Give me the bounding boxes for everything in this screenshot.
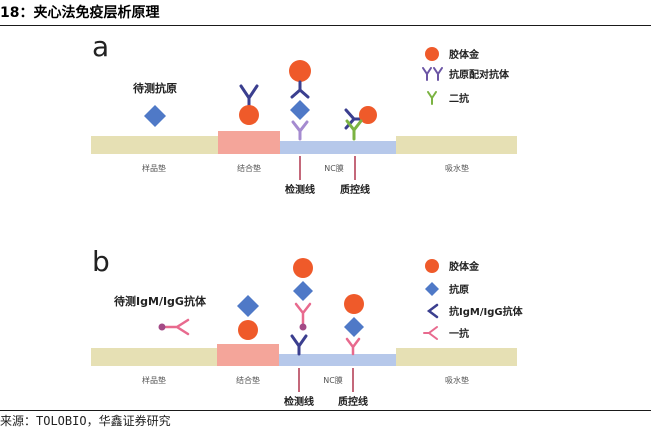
panel-b: b 样品垫 结合垫 NC膜 吸水垫 检测线 质控线 待测IgM/IgG抗体: [91, 245, 524, 408]
gold-particle-icon: [425, 47, 439, 61]
anti-antibody-icon: [426, 303, 439, 319]
legend-b-antigen: 抗原: [449, 283, 469, 296]
panel-b-letter: b: [92, 245, 110, 278]
gold-antigen-conjugate: [237, 295, 259, 340]
paired-antibody-icon: [422, 67, 443, 81]
absorbent-pad-label: 吸水垫: [445, 375, 469, 385]
conjugate-pad-label: 结合垫: [237, 163, 261, 173]
igm-igg-antibody: [158, 318, 190, 336]
legend-a: 胶体金 抗原配对抗体 二抗: [422, 47, 510, 105]
absorbent-pad-label: 吸水垫: [445, 163, 469, 173]
control-line-label: 质控线: [338, 395, 368, 408]
conjugate-pad-label: 结合垫: [236, 375, 260, 385]
absorbent-pad: [396, 136, 517, 154]
target-igm-igg-label: 待测IgM/IgG抗体: [113, 294, 207, 308]
legend-a-gold: 胶体金: [449, 48, 480, 61]
legend-b-primary-antibody: 一抗: [449, 327, 469, 340]
antigen-diamond: [144, 105, 166, 127]
legend-a-paired-antibody: 抗原配对抗体: [449, 68, 510, 81]
top-rule: [0, 25, 651, 26]
legend-b-anti-antibody: 抗IgM/IgG抗体: [449, 305, 524, 318]
nc-membrane: [280, 141, 396, 154]
legend-b: 胶体金 抗原 抗IgM/IgG抗体 一抗: [423, 259, 524, 340]
antigen-icon: [425, 282, 439, 296]
legend-b-gold: 胶体金: [449, 260, 480, 273]
secondary-antibody-icon: [427, 91, 437, 105]
nc-membrane-label: NC膜: [323, 375, 343, 385]
figure-title: 18：夹心法免疫层析原理: [0, 5, 160, 21]
test-line-complex: [289, 60, 311, 141]
sample-pad: [91, 348, 217, 366]
gold-particle-icon: [425, 259, 439, 273]
nc-membrane: [279, 354, 396, 366]
panel-a: a 样品垫 结合垫 NC膜 吸水垫 检测线 质控线 待测抗原: [91, 30, 517, 196]
bottom-rule: [0, 410, 651, 411]
control-line-complex: [344, 294, 364, 356]
absorbent-pad: [396, 348, 517, 366]
panel-a-letter: a: [92, 30, 109, 63]
sample-pad-label: 样品垫: [142, 163, 166, 173]
test-line-label: 检测线: [284, 395, 314, 408]
control-line-label: 质控线: [340, 183, 370, 196]
primary-antibody-icon: [423, 326, 438, 340]
target-antigen-label: 待测抗原: [132, 81, 177, 95]
conjugate-pad: [217, 344, 279, 366]
figure-source: 来源：TOLOBIO，华鑫证券研究: [0, 414, 171, 428]
conjugate-pad: [218, 131, 280, 154]
nc-membrane-label: NC膜: [324, 163, 344, 173]
sample-pad-label: 样品垫: [142, 375, 166, 385]
test-line-complex: [290, 258, 313, 356]
control-line-complex: [344, 106, 377, 141]
gold-antibody-conjugate: [239, 84, 259, 125]
sample-pad: [91, 136, 218, 154]
legend-a-secondary-antibody: 二抗: [449, 92, 469, 105]
test-line-label: 检测线: [285, 183, 315, 196]
